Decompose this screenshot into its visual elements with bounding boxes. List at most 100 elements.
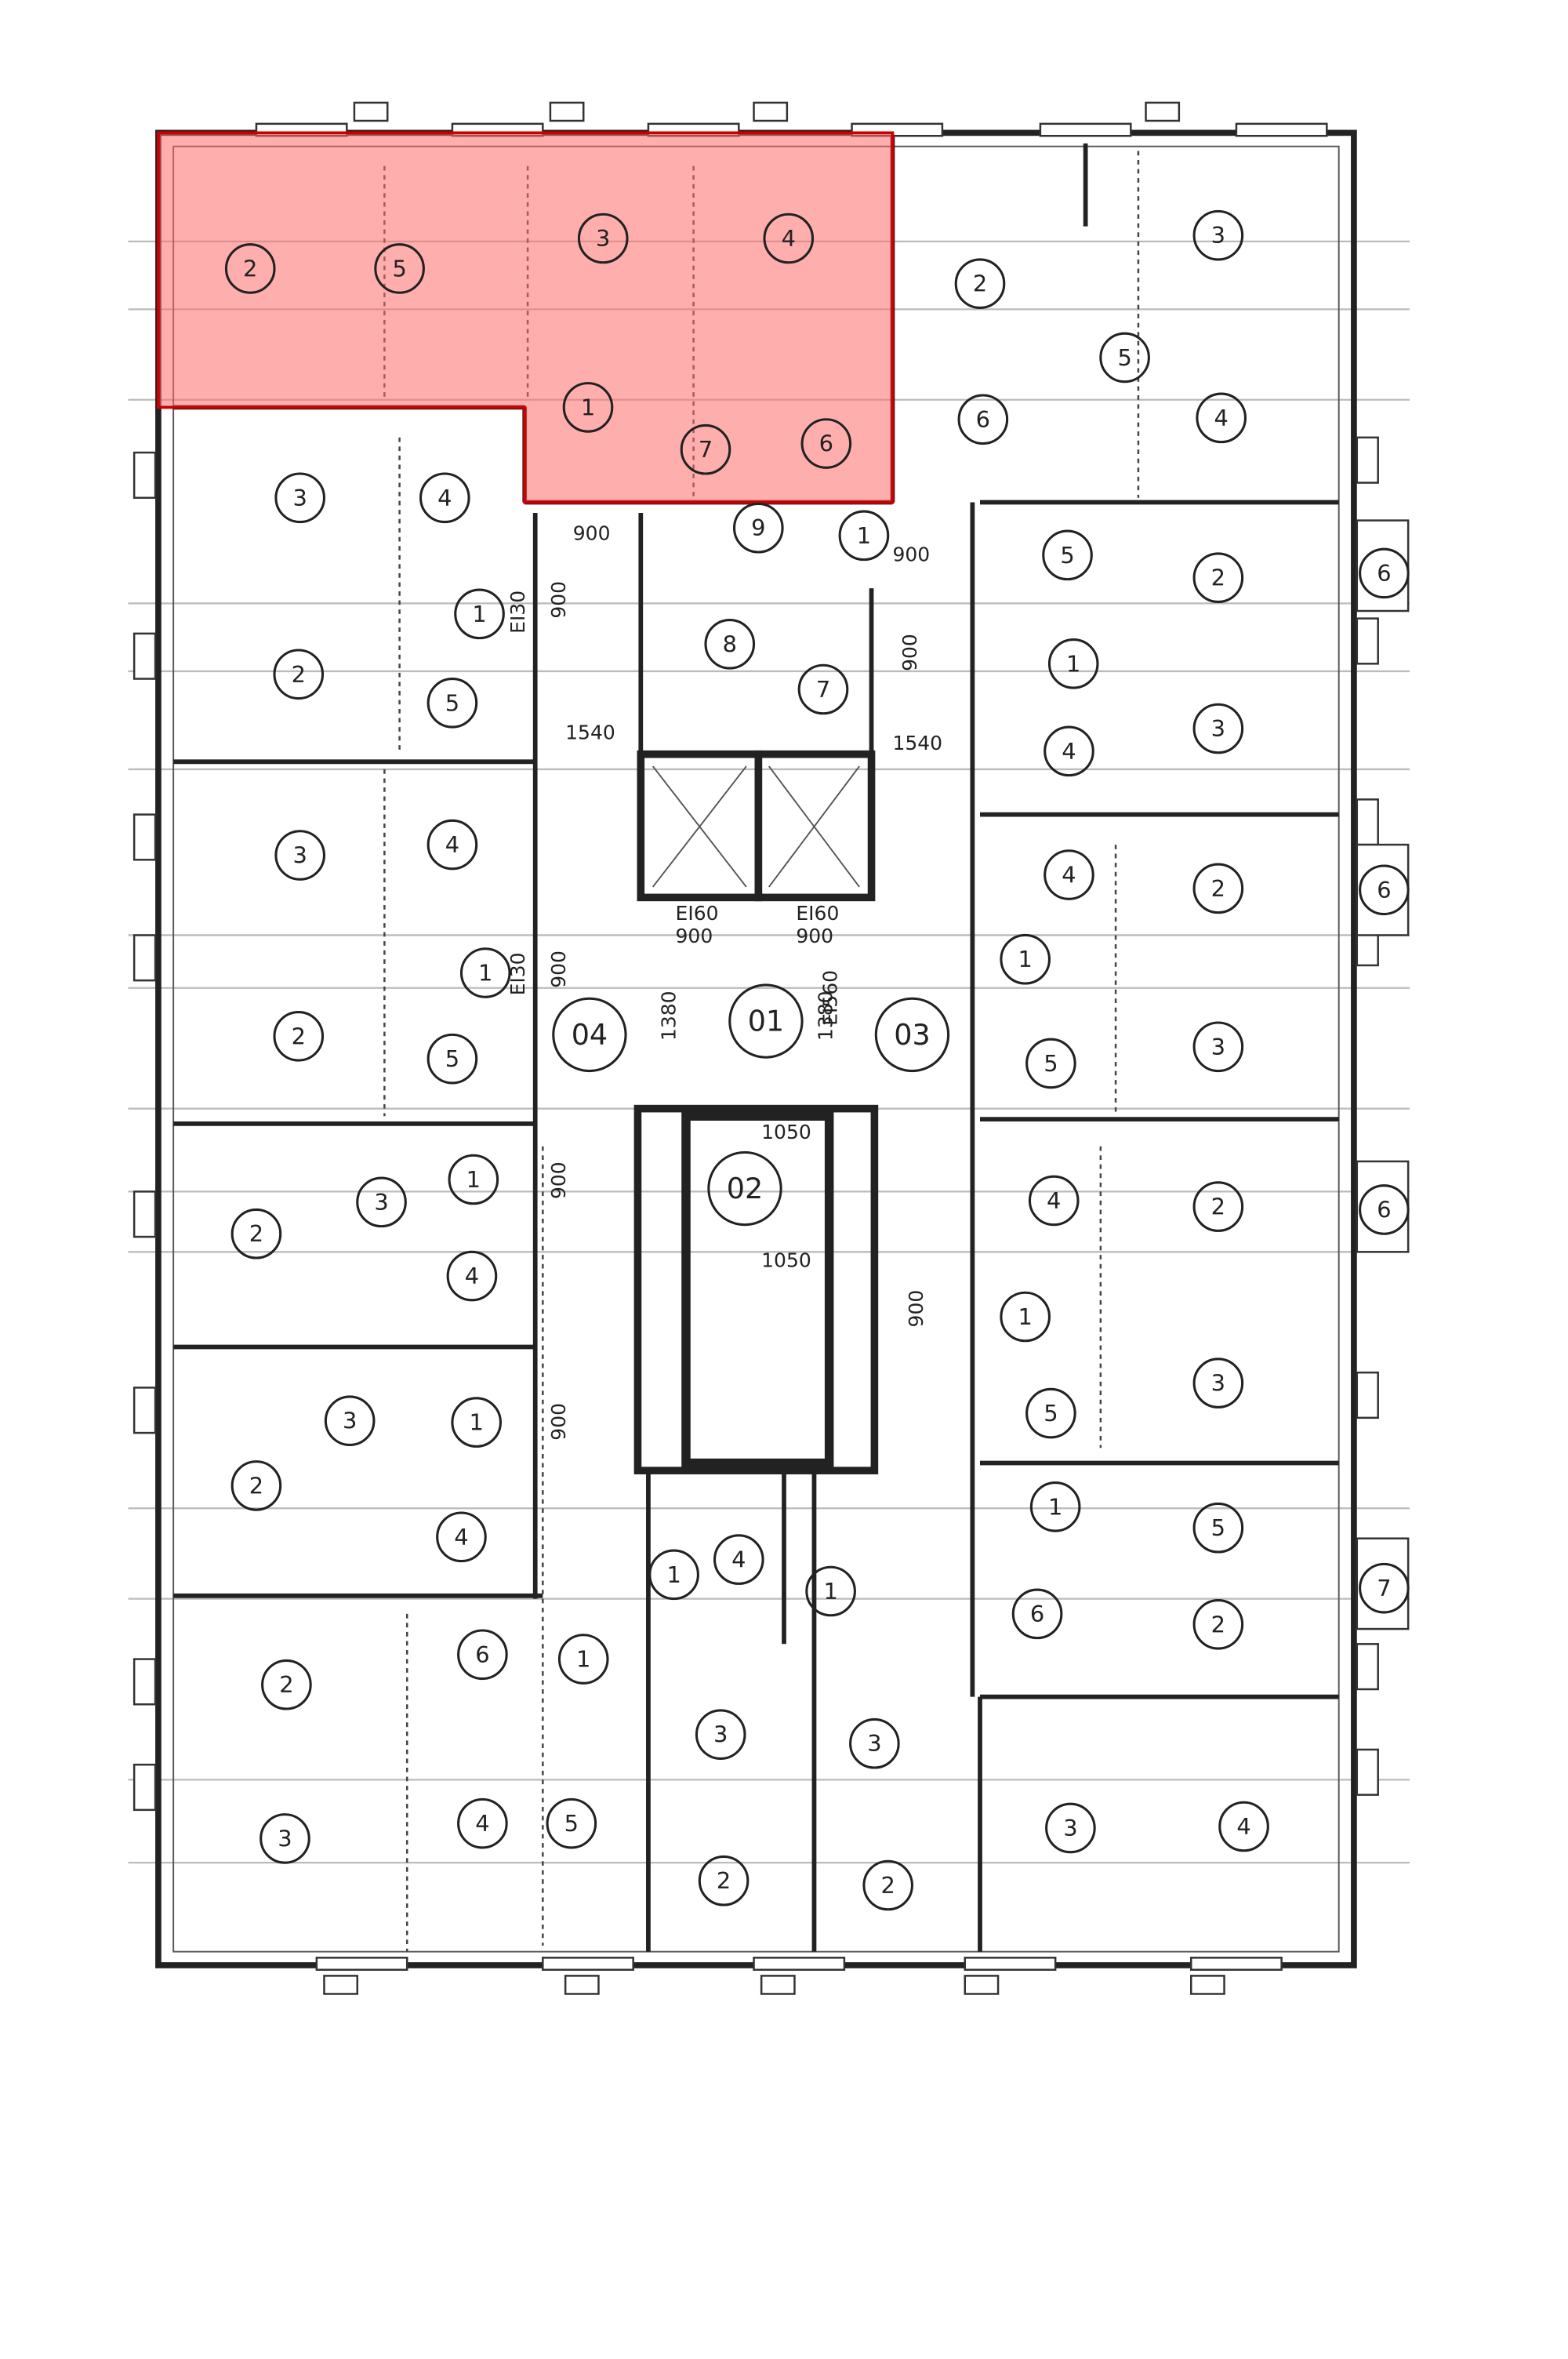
dimension-label: 900 [892, 543, 930, 566]
room-label: 6 [1359, 864, 1410, 916]
svg-text:2: 2 [881, 1872, 895, 1899]
room-label: 2 [698, 1855, 750, 1906]
svg-text:4: 4 [1062, 738, 1076, 765]
svg-text:4: 4 [437, 485, 452, 511]
core-room-label: 03 [874, 997, 950, 1073]
room-label: 4 [1028, 1175, 1080, 1227]
room-label: 4 [426, 819, 478, 871]
dimension-label: 900 [547, 1161, 570, 1199]
svg-text:03: 03 [894, 1018, 930, 1052]
svg-text:6: 6 [1377, 1196, 1391, 1223]
room-label: 1 [459, 947, 511, 998]
room-label: 2 [954, 258, 1006, 310]
svg-text:1: 1 [823, 1578, 837, 1605]
dimension-label: EI30 [506, 591, 529, 634]
room-label: 6 [457, 1629, 508, 1681]
highlighted-room-label: 6 [800, 418, 852, 469]
room-label: 1 [451, 1397, 502, 1448]
svg-text:3: 3 [293, 842, 307, 869]
room-label: 4 [419, 472, 470, 524]
svg-text:5: 5 [1044, 1050, 1058, 1077]
dimension-label: 1050 [761, 1121, 811, 1143]
svg-text:1: 1 [576, 1646, 590, 1673]
svg-text:3: 3 [1063, 1815, 1077, 1841]
room-label: 2 [261, 1659, 312, 1710]
highlighted-room-label: 2 [224, 243, 276, 294]
grid-lines [128, 240, 1410, 1864]
dimension-label: 900 [898, 634, 921, 671]
dimension-label: EI560 [818, 970, 841, 1026]
room-label: 2 [1192, 1599, 1244, 1650]
room-label: 1 [1029, 1481, 1081, 1532]
dimension-label: 1380 [658, 990, 681, 1041]
dimension-label: 1380 [815, 990, 837, 1041]
svg-text:6: 6 [475, 1641, 489, 1668]
svg-text:3: 3 [293, 485, 307, 511]
svg-text:1: 1 [1018, 946, 1033, 972]
svg-text:3: 3 [1211, 222, 1225, 249]
svg-text:3: 3 [867, 1730, 881, 1757]
core-room-label: 04 [552, 997, 627, 1073]
room-label: 2 [1192, 552, 1244, 603]
svg-text:2: 2 [973, 271, 987, 297]
svg-text:02: 02 [727, 1172, 763, 1205]
svg-text:6: 6 [1030, 1601, 1044, 1627]
svg-text:1: 1 [1048, 1493, 1062, 1520]
svg-text:1: 1 [470, 1409, 484, 1436]
highlighted-room-label: 3 [577, 213, 629, 264]
svg-text:4: 4 [731, 1547, 746, 1573]
dimension-label: EI60 [676, 902, 719, 925]
room-label: 4 [1196, 392, 1247, 444]
room-label: 2 [1192, 863, 1244, 914]
svg-text:4: 4 [1214, 405, 1229, 431]
room-label: 8 [704, 619, 756, 670]
svg-text:1: 1 [466, 1166, 481, 1193]
dimension-label: 900 [905, 1290, 927, 1328]
svg-text:3: 3 [278, 1825, 292, 1852]
highlighted-room-label: 5 [374, 243, 425, 294]
svg-text:4: 4 [475, 1810, 489, 1837]
room-label: 5 [1042, 529, 1093, 581]
room-label: 1 [838, 510, 890, 562]
svg-text:4: 4 [1236, 1813, 1250, 1840]
svg-text:7: 7 [816, 676, 830, 703]
room-label: 5 [546, 1797, 597, 1849]
highlighted-room-label: 4 [763, 213, 815, 264]
stairwell [633, 1104, 879, 1474]
room-label: 6 [1359, 547, 1410, 599]
interior-walls [173, 133, 1339, 1952]
room-label: 2 [230, 1208, 282, 1259]
room-label: 4 [1044, 725, 1094, 777]
room-label: 1 [1047, 638, 1099, 689]
room-label: 4 [457, 1797, 508, 1849]
svg-text:5: 5 [445, 1045, 459, 1072]
room-label: 2 [273, 1011, 325, 1062]
svg-text:1: 1 [581, 394, 595, 420]
dimension-label: 900 [676, 925, 713, 947]
svg-text:01: 01 [748, 1005, 784, 1038]
dimension-label: 900 [547, 951, 570, 988]
room-label: 7 [797, 663, 849, 715]
room-label: 3 [1192, 1358, 1244, 1408]
svg-text:3: 3 [1211, 1034, 1225, 1060]
room-label: 7 [1359, 1562, 1410, 1614]
svg-text:4: 4 [454, 1524, 468, 1550]
svg-text:5: 5 [1060, 542, 1074, 569]
highlighted-apartment[interactable] [157, 131, 895, 504]
svg-text:2: 2 [249, 1220, 263, 1247]
svg-text:7: 7 [699, 436, 713, 463]
room-label: 3 [1192, 1021, 1244, 1073]
svg-text:6: 6 [976, 406, 990, 433]
room-label: 4 [446, 1250, 498, 1302]
svg-text:4: 4 [465, 1263, 479, 1289]
highlighted-room-label: 1 [562, 382, 614, 433]
svg-text:5: 5 [445, 689, 459, 716]
svg-text:1: 1 [857, 522, 871, 549]
room-label: 2 [1192, 1181, 1244, 1232]
svg-text:2: 2 [1211, 1611, 1225, 1637]
room-label: 2 [273, 649, 325, 700]
room-label: 4 [713, 1534, 764, 1585]
svg-text:4: 4 [1062, 862, 1076, 889]
